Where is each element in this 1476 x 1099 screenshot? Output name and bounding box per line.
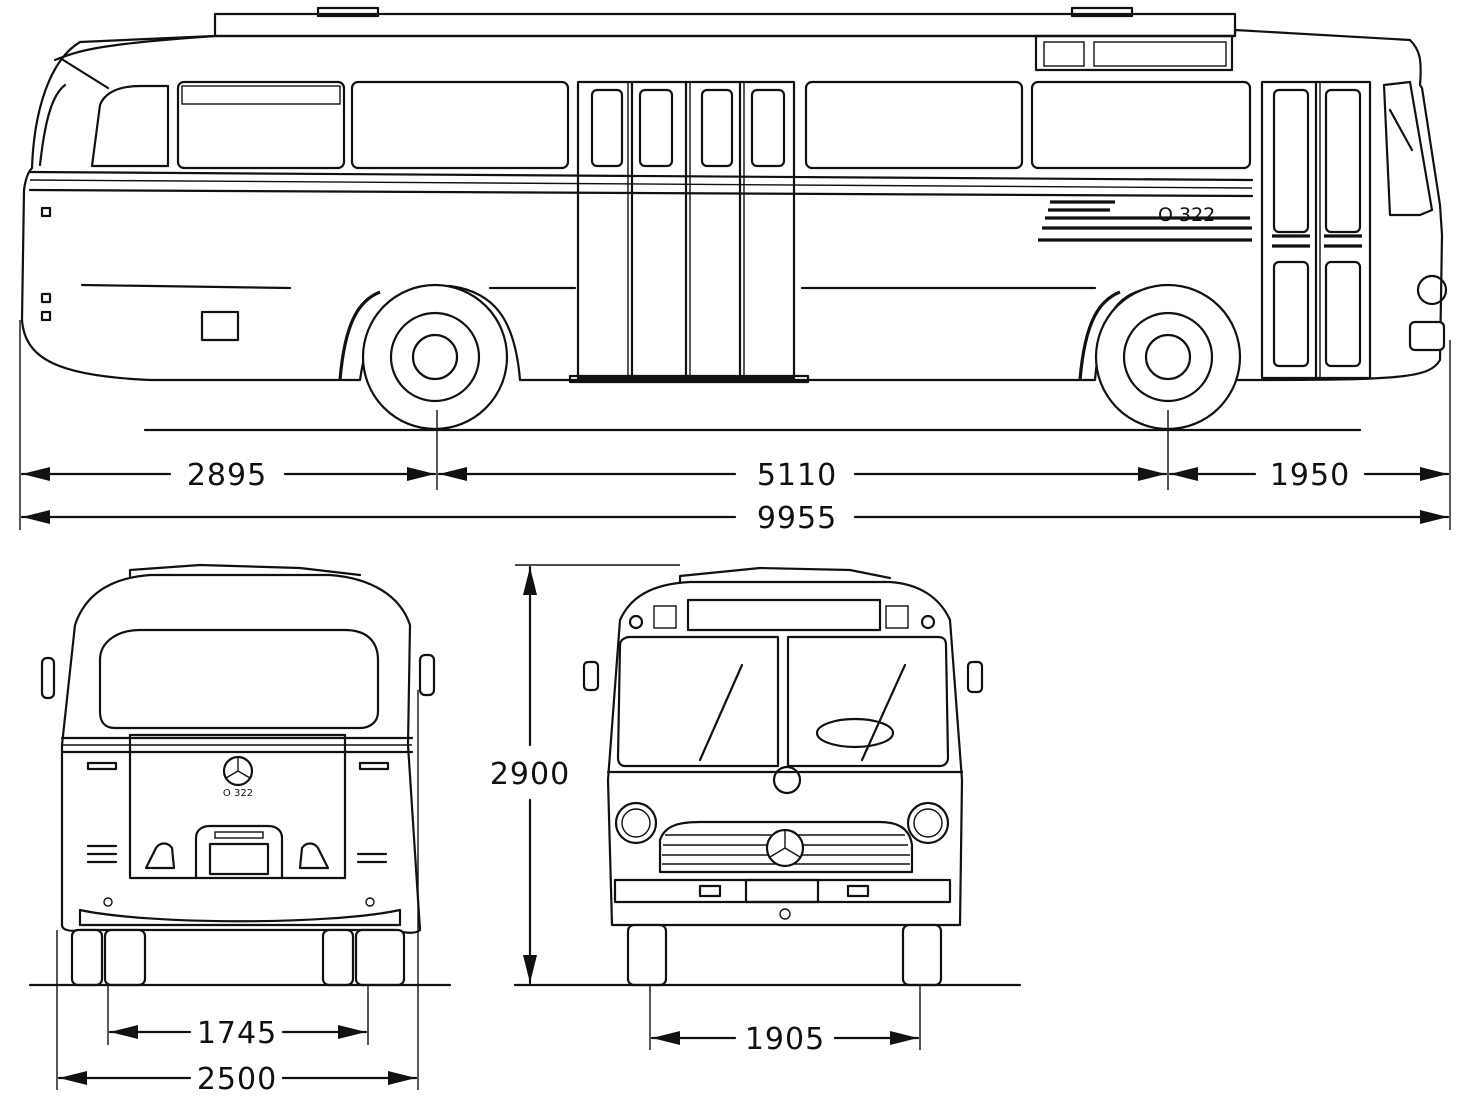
front-view: 2900 1905 [490,564,1022,1057]
rear-overhang-dimension: 1950 [1270,458,1350,493]
mirror [40,656,56,700]
trim [80,283,292,290]
mirror [582,660,600,692]
front-track-dimension: 1905 [745,1022,825,1057]
front-door [1260,80,1372,380]
fuel-flap [200,310,240,342]
side-window [350,80,570,170]
rear-model-label: O 322 [223,788,253,799]
side-window [176,80,346,170]
rear-wheel [361,283,509,431]
belt-line [29,179,1253,189]
grille [658,820,914,874]
side-window [1030,80,1252,170]
side-view: O 322 2895 5110 1950 9955 [19,6,1451,536]
roof-vent [1070,6,1134,18]
front-overhang-dimension: 2895 [187,458,267,493]
front-wheel [1094,283,1242,431]
wiper [698,663,744,762]
headlight-left [614,801,658,845]
rear-body-outline [60,573,422,934]
mirror [418,653,436,697]
destination-sign [1034,34,1234,72]
side-window [804,80,1024,170]
rear-track-dimension: 1745 [197,1016,277,1051]
side-window-rear-corner [38,83,67,167]
roof-rail [213,12,1237,38]
headlight-right [906,801,950,845]
windscreen [1382,80,1434,217]
side-model-label: O 322 [1158,204,1215,226]
front-body-outline [606,580,964,927]
windscreen-left [616,635,780,768]
steering-wheel [815,717,895,749]
destination-sign [686,598,882,632]
wheelbase-dimension: 5110 [757,458,837,493]
rear-view: O 322 1745 2500 [28,563,452,1097]
engine-hatch [128,733,347,880]
roof-vent [316,6,380,18]
tail-light [298,842,330,870]
licence-plate [208,842,270,876]
rear-window [98,628,380,730]
front-wheels [626,923,943,987]
side-window [90,84,170,168]
windscreen-right [786,635,950,768]
overall-length-dimension: 9955 [757,501,837,536]
rear-wheels [70,928,406,987]
tail-light [144,842,176,870]
height-dimension: 2900 [490,757,570,792]
wiper [860,663,907,762]
bumper [1408,320,1446,352]
front-licence-plate [744,878,820,904]
overall-width-dimension: 2500 [197,1062,277,1097]
mirror [966,660,984,694]
headlight [1416,274,1448,306]
belt-line [28,188,1254,198]
mercedes-star-icon [772,765,802,795]
front-bumper [613,878,952,904]
licence-plate-housing [194,824,284,880]
center-doors [568,80,810,384]
belt-line [28,170,1254,182]
